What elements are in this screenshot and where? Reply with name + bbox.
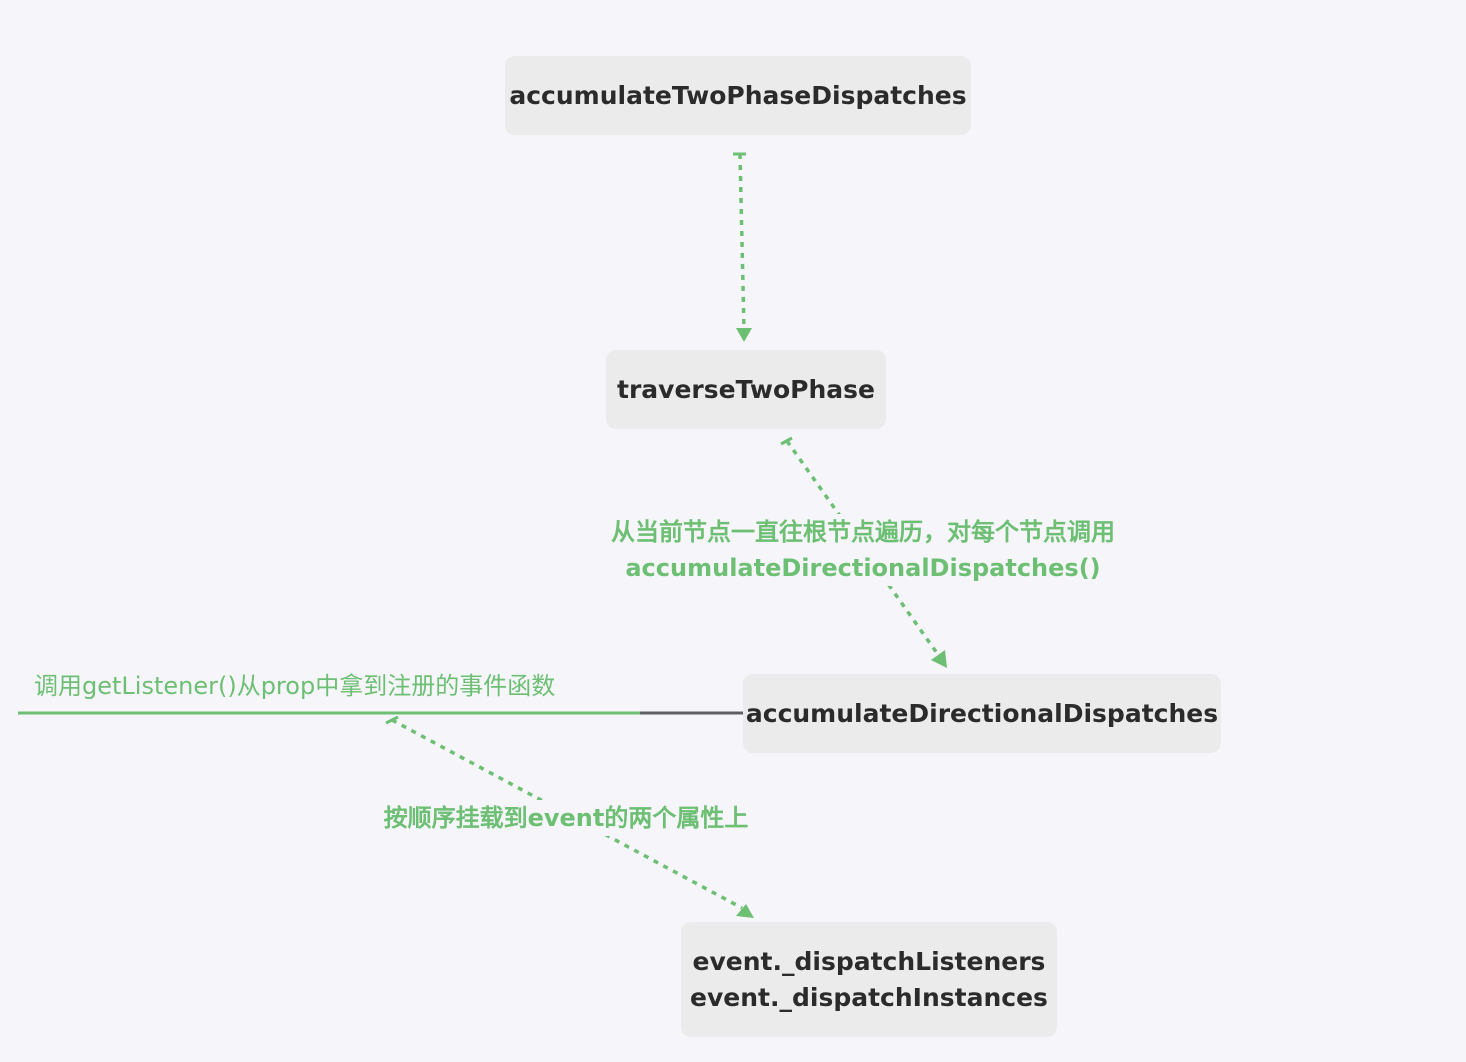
node-label: accumulateTwoPhaseDispatches [509, 80, 967, 110]
edge-traverse-to-directional [780, 436, 947, 668]
arrowhead-icon [736, 904, 754, 918]
edge-label-mount: 按顺序挂载到event的两个属性上 [360, 800, 772, 836]
edge-label-line-2: accumulateDirectionalDispatches() [625, 554, 1101, 582]
node-accumulate-two-phase-dispatches[interactable]: accumulateTwoPhaseDispatches [505, 56, 971, 135]
edge-start-cap [780, 436, 793, 446]
node-label: traverseTwoPhase [617, 374, 875, 404]
node-label-line-1: event._dispatchListeners [692, 946, 1046, 976]
node-traverse-two-phase[interactable]: traverseTwoPhase [606, 350, 886, 429]
edge-label-traverse: 从当前节点一直往根节点遍历，对每个节点调用 accumulateDirectio… [566, 514, 1160, 586]
edge-line [738, 153, 746, 331]
edge-label-line-1: 从当前节点一直往根节点遍历，对每个节点调用 [611, 518, 1115, 546]
edge-two-phase-to-traverse [733, 152, 752, 342]
node-accumulate-directional-dispatches[interactable]: accumulateDirectionalDispatches [743, 674, 1221, 753]
node-label-line-2: event._dispatchInstances [690, 982, 1048, 1012]
node-label: accumulateDirectionalDispatches [745, 698, 1219, 728]
branch-label-get-listener: 调用getListener()从prop中拿到注册的事件函数 [34, 672, 556, 700]
arrowhead-icon [736, 328, 752, 342]
node-event-dispatch-fields[interactable]: event._dispatchListeners event._dispatch… [681, 922, 1057, 1037]
arrowhead-icon [931, 650, 947, 668]
